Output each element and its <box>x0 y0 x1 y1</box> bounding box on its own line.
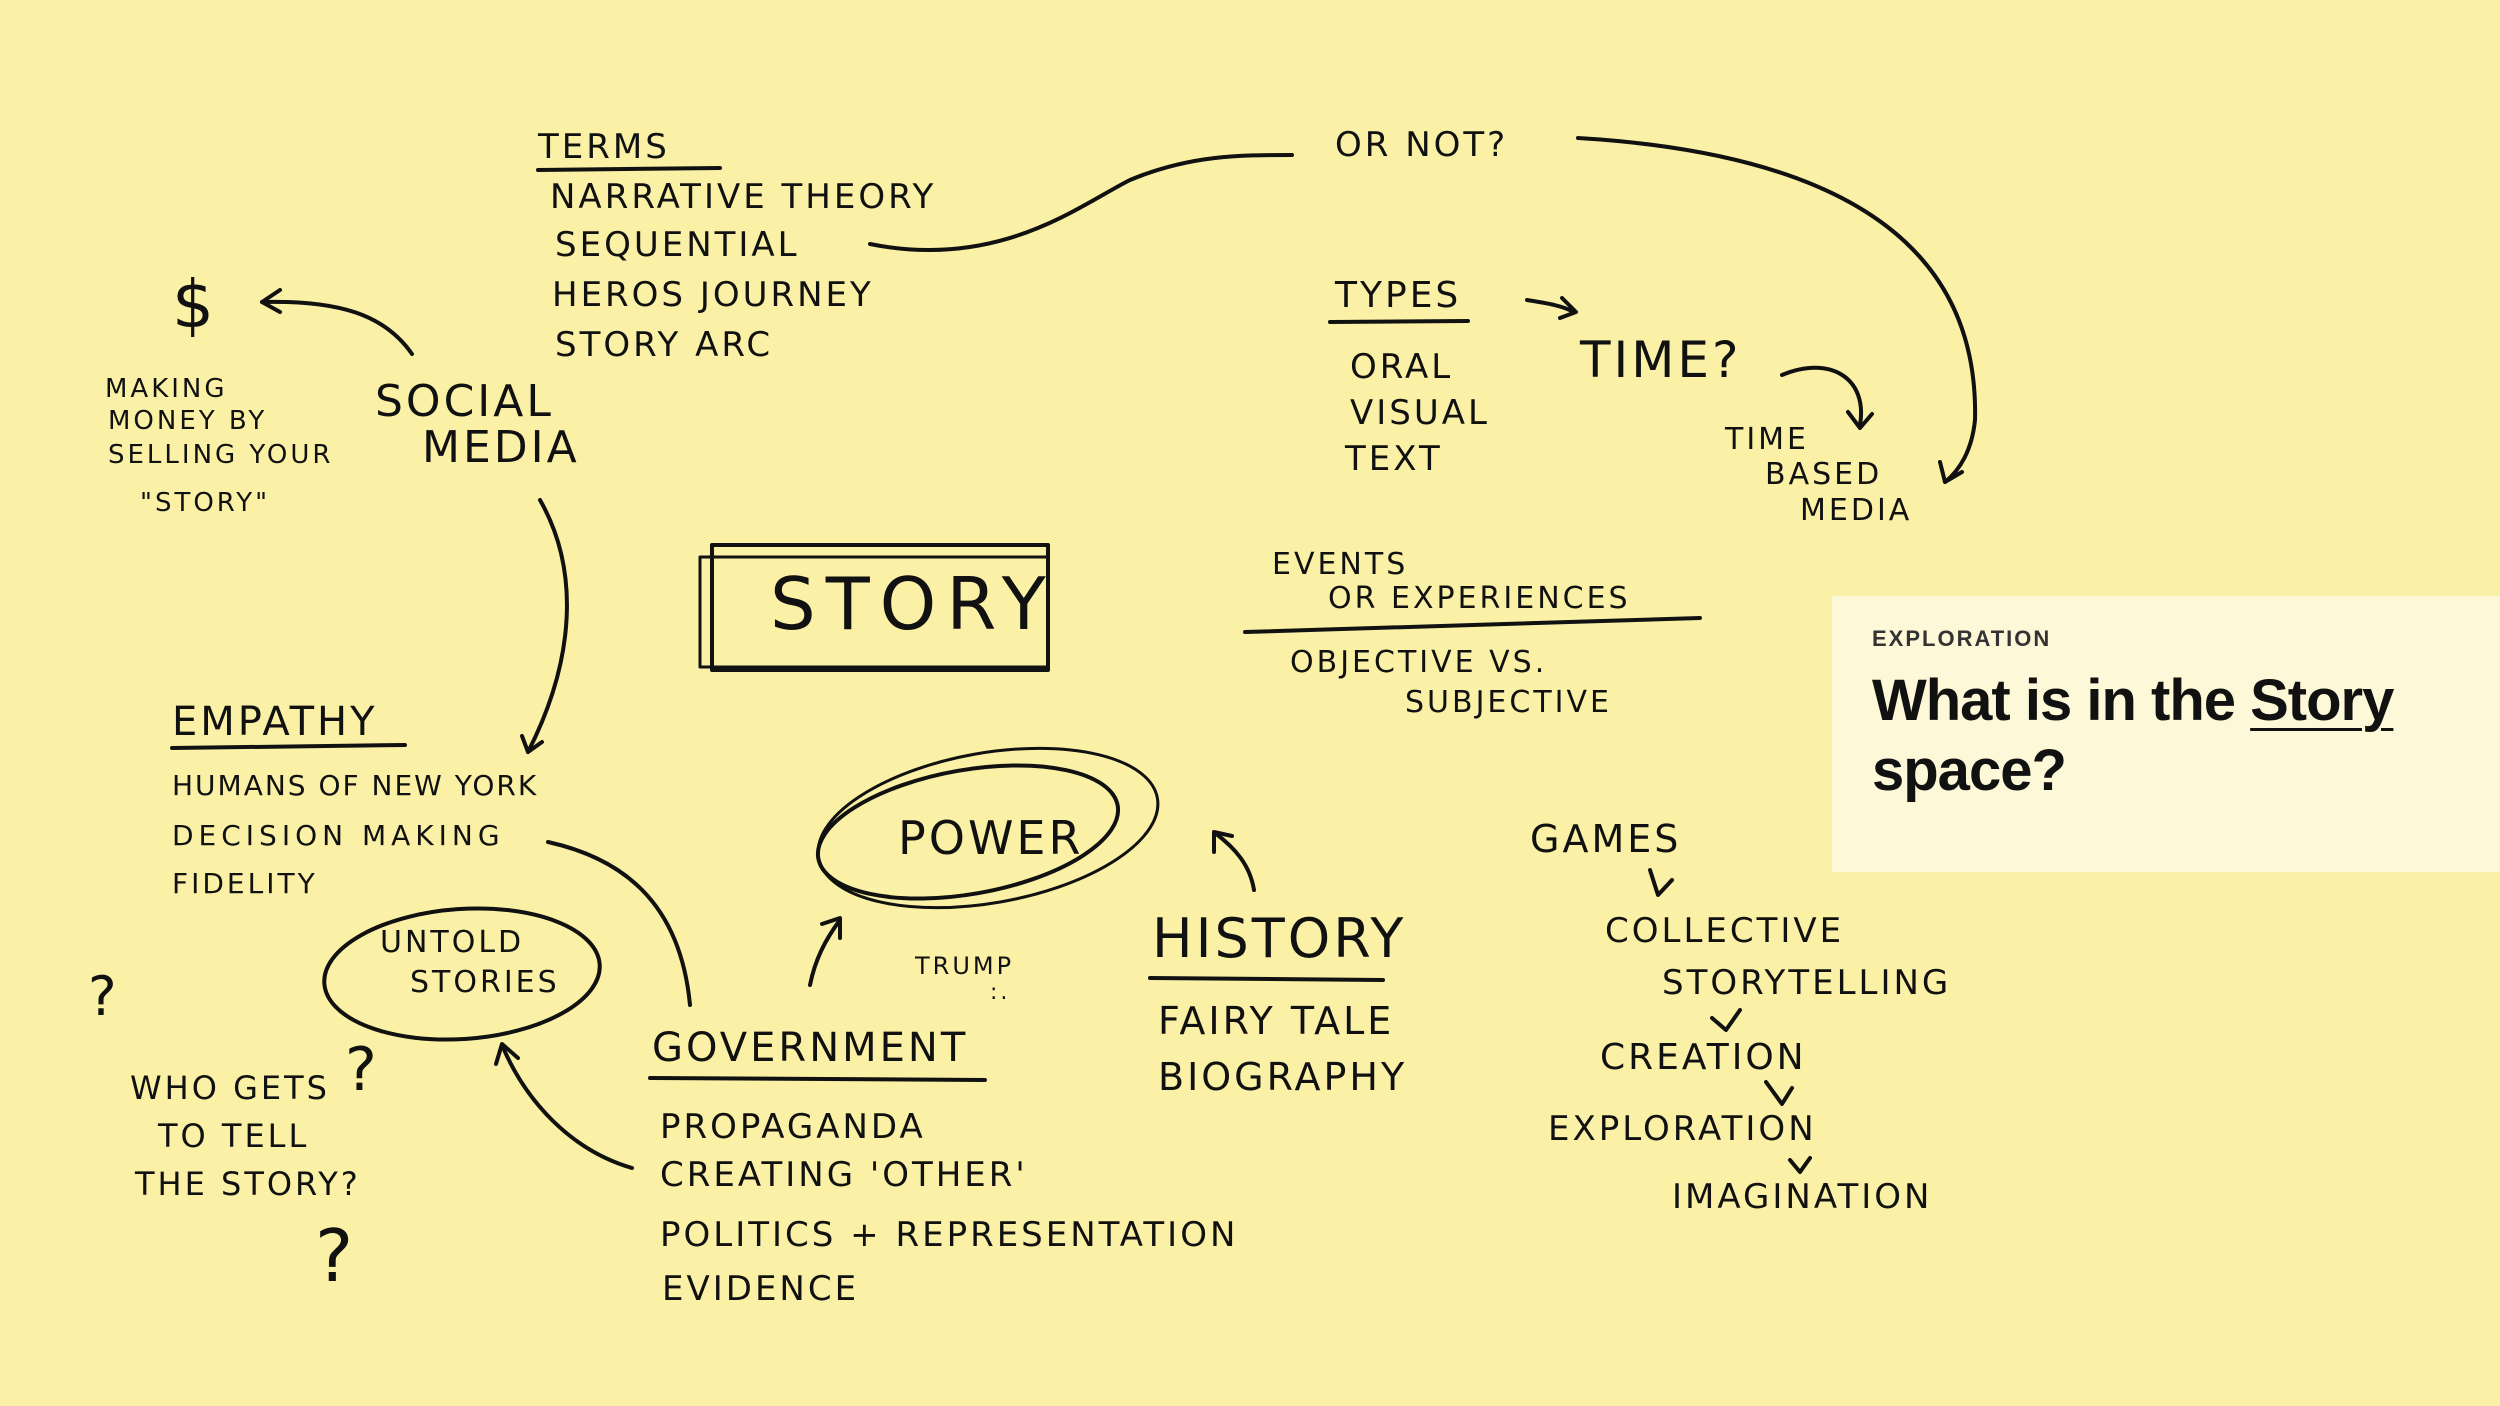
events-underline <box>1243 616 1702 634</box>
question-mark: ? <box>315 1214 357 1298</box>
money-line: "STORY" <box>140 488 271 518</box>
types-item: TEXT <box>1345 439 1443 479</box>
storytelling-arrow <box>1710 1008 1742 1032</box>
government-power-arrowhead <box>820 916 842 940</box>
power-circle-outer <box>816 746 1160 910</box>
empathy-government-line <box>546 840 692 1007</box>
social-to-money-arrow <box>260 299 414 356</box>
empathy-item: FIDELITY <box>172 867 318 900</box>
government-item: CREATING 'OTHER' <box>660 1155 1028 1195</box>
terms-item: STORY ARC <box>555 325 774 365</box>
time-based-line: MEDIA <box>1800 493 1913 528</box>
types-time-arrow <box>1525 298 1576 314</box>
power-label: POWER <box>898 811 1084 865</box>
story-link[interactable]: Story <box>2250 668 2394 733</box>
dollar-sign: $ <box>172 266 217 343</box>
or-not-arrowhead <box>1938 460 1964 484</box>
card-title: What is in the Story space? <box>1872 666 2460 805</box>
events-heading: EVENTS <box>1272 547 1409 582</box>
empathy-item: DECISION MAKING <box>172 819 505 852</box>
games-heading: GAMES <box>1530 817 1682 861</box>
games-item: IMAGINATION <box>1672 1177 1933 1217</box>
time-label: TIME? <box>1580 331 1742 389</box>
games-arrow <box>1648 868 1674 897</box>
events-item: SUBJECTIVE <box>1405 685 1612 720</box>
trump-label: TRUMP <box>915 952 1015 980</box>
government-untold-arrow <box>500 1043 634 1170</box>
types-underline <box>1328 319 1470 324</box>
terms-item: SEQUENTIAL <box>555 225 800 265</box>
social-empathy-line <box>526 498 569 754</box>
events-item: OBJECTIVE VS. <box>1290 645 1548 680</box>
history-power-arrowhead <box>1212 830 1234 854</box>
government-item: PROPAGANDA <box>660 1107 926 1147</box>
social-empathy-arrowhead <box>520 734 544 754</box>
history-underline <box>1148 976 1385 982</box>
types-heading: TYPES <box>1335 275 1462 316</box>
story-box-inner <box>698 555 1050 669</box>
history-item: BIOGRAPHY <box>1158 1055 1408 1099</box>
government-heading: GOVERNMENT <box>652 1025 969 1071</box>
terms-item: HEROS JOURNEY <box>552 275 874 315</box>
events-heading: OR EXPERIENCES <box>1328 581 1631 616</box>
card-eyebrow: EXPLORATION <box>1872 626 2052 651</box>
card-title-post: space? <box>1872 737 2067 803</box>
social-media-line: MEDIA <box>422 422 580 473</box>
exploration-arrow <box>1788 1156 1812 1174</box>
history-power-arrow <box>1213 831 1256 892</box>
who-line: THE STORY? <box>135 1165 361 1203</box>
empathy-item: HUMANS OF NEW YORK <box>172 769 539 802</box>
who-line: TO TELL <box>158 1117 310 1155</box>
money-arrowhead <box>260 288 282 314</box>
history-heading: HISTORY <box>1152 907 1407 970</box>
question-mark: ? <box>345 1035 380 1105</box>
time-media-arrowhead <box>1846 410 1874 430</box>
trump-face: :. <box>990 980 1011 1005</box>
question-mark: ? <box>88 965 120 1028</box>
terms-underline <box>536 166 722 172</box>
who-line: WHO GETS <box>130 1069 330 1107</box>
creation-arrow <box>1764 1080 1794 1106</box>
types-time-arrowhead <box>1558 296 1578 320</box>
government-untold-arrowhead <box>494 1042 520 1066</box>
time-based-line: TIME <box>1725 422 1810 457</box>
games-item: STORYTELLING <box>1662 963 1952 1003</box>
government-item: POLITICS + REPRESENTATION <box>660 1215 1239 1255</box>
games-item: EXPLORATION <box>1548 1109 1817 1149</box>
government-underline <box>648 1076 987 1082</box>
time-based-line: BASED <box>1765 457 1883 492</box>
games-item: COLLECTIVE <box>1605 911 1845 951</box>
untold-line: STORIES <box>410 965 560 1000</box>
or-not-label: OR NOT? <box>1335 125 1509 165</box>
exploration-card: EXPLORATION What is in the Story space? <box>1832 596 2500 872</box>
government-item: EVIDENCE <box>662 1269 860 1309</box>
terms-heading: TERMS <box>538 127 670 167</box>
types-item: VISUAL <box>1350 393 1490 433</box>
untold-line: UNTOLD <box>380 925 525 960</box>
social-media-line: SOCIAL <box>375 376 554 427</box>
history-item: FAIRY TALE <box>1158 999 1395 1043</box>
types-item: ORAL <box>1350 347 1454 387</box>
card-title-pre: What is in the <box>1872 668 2251 733</box>
story-center-label: STORY <box>770 562 1056 646</box>
time-media-arrow <box>1780 365 1864 427</box>
money-line: SELLING YOUR <box>108 440 334 470</box>
government-power-arrow <box>808 918 842 987</box>
terms-item: NARRATIVE THEORY <box>550 177 937 217</box>
empathy-underline <box>170 743 407 750</box>
or-not-to-time-media-arrow <box>1576 136 1978 484</box>
sequential-or-not-line <box>868 153 1294 253</box>
money-line: MONEY BY <box>108 406 268 436</box>
money-line: MAKING <box>105 374 228 404</box>
untold-stories-circle <box>322 906 602 1042</box>
empathy-heading: EMPATHY <box>172 699 378 745</box>
games-item: CREATION <box>1600 1037 1807 1078</box>
